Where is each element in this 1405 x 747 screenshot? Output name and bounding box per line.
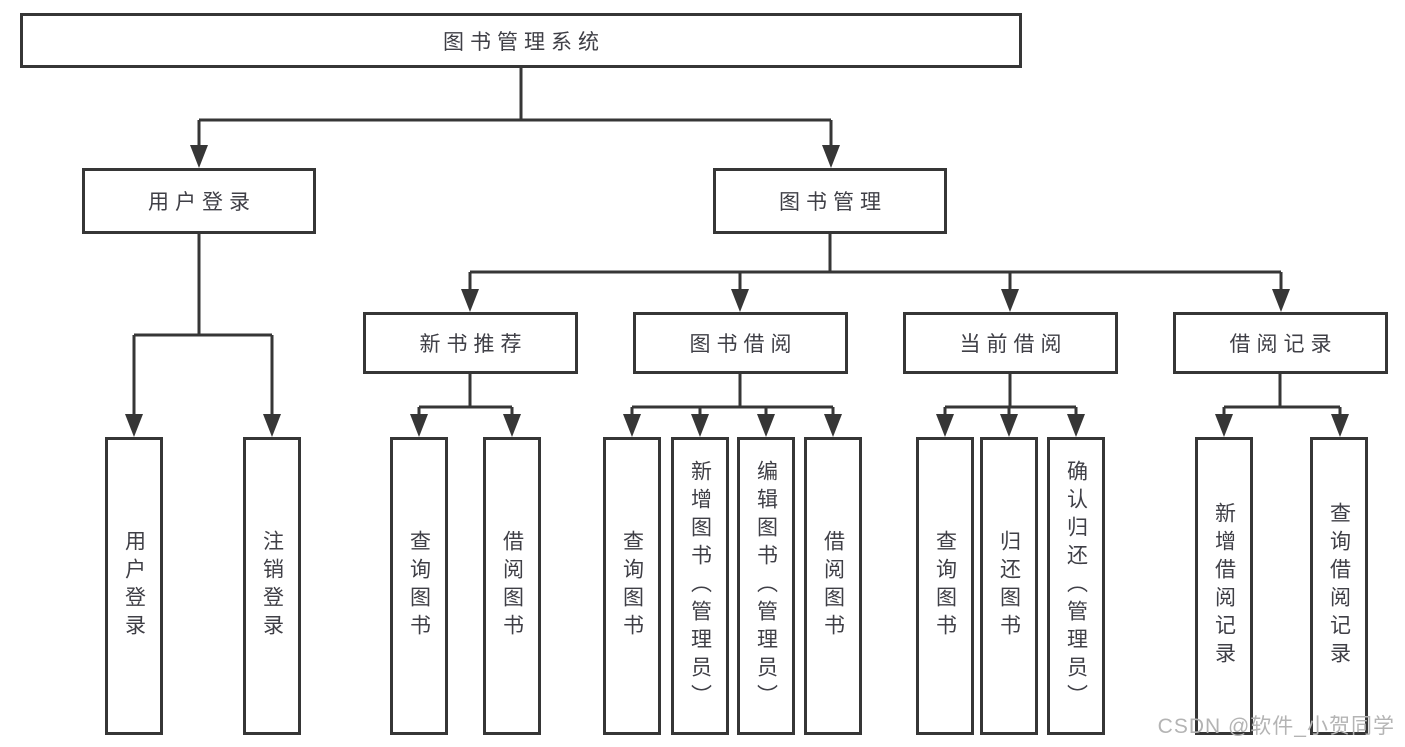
leaf-edit-book-admin: 编辑图书（管理员） <box>737 437 795 735</box>
node-user-login: 用户登录 <box>82 168 316 234</box>
node-label: 确认归还（管理员） <box>1064 460 1088 712</box>
node-book-borrowing: 图书借阅 <box>633 312 848 374</box>
node-label: 借阅图书 <box>500 530 524 642</box>
node-label: 当前借阅 <box>959 333 1068 356</box>
leaf-borrow-books: 借阅图书 <box>804 437 862 735</box>
node-book-management: 图书管理 <box>713 168 947 234</box>
node-label: 图书管理系统 <box>443 30 605 54</box>
node-label: 新增图书（管理员） <box>688 460 712 712</box>
leaf-query-books-current: 查询图书 <box>916 437 974 735</box>
node-label: 图书管理 <box>779 191 887 214</box>
node-label: 注销登录 <box>260 530 284 642</box>
node-label: 查询借阅记录 <box>1327 502 1351 670</box>
node-borrowing-records: 借阅记录 <box>1173 312 1388 374</box>
leaf-add-book-admin: 新增图书（管理员） <box>671 437 729 735</box>
node-label: 用户登录 <box>122 530 146 642</box>
node-label: 新书推荐 <box>419 333 528 356</box>
leaf-query-books-recommend: 查询图书 <box>390 437 448 735</box>
leaf-user-login: 用户登录 <box>105 437 163 735</box>
csdn-watermark: CSDN @软件_小贺同学 <box>1157 715 1395 738</box>
leaf-query-books-borrowing: 查询图书 <box>603 437 661 735</box>
node-current-borrowing: 当前借阅 <box>903 312 1118 374</box>
node-label: 查询图书 <box>933 530 957 642</box>
leaf-borrow-books-recommend: 借阅图书 <box>483 437 541 735</box>
leaf-logout-login: 注销登录 <box>243 437 301 735</box>
node-label: 借阅记录 <box>1229 333 1338 356</box>
node-label: 归还图书 <box>997 530 1021 642</box>
leaf-add-borrow-record: 新增借阅记录 <box>1195 437 1253 735</box>
leaf-confirm-return-admin: 确认归还（管理员） <box>1047 437 1105 735</box>
arrowheads <box>125 145 1349 437</box>
node-new-book-recommendation: 新书推荐 <box>363 312 578 374</box>
node-label: 图书借阅 <box>689 333 798 356</box>
node-label: 查询图书 <box>620 530 644 642</box>
node-label: 编辑图书（管理员） <box>754 460 778 712</box>
leaf-return-books: 归还图书 <box>980 437 1038 735</box>
node-label: 查询图书 <box>407 530 431 642</box>
node-label: 新增借阅记录 <box>1212 502 1236 670</box>
node-root-library-management-system: 图书管理系统 <box>20 13 1022 68</box>
leaf-query-borrow-record: 查询借阅记录 <box>1310 437 1368 735</box>
node-label: 用户登录 <box>148 191 256 214</box>
node-label: 借阅图书 <box>821 530 845 642</box>
